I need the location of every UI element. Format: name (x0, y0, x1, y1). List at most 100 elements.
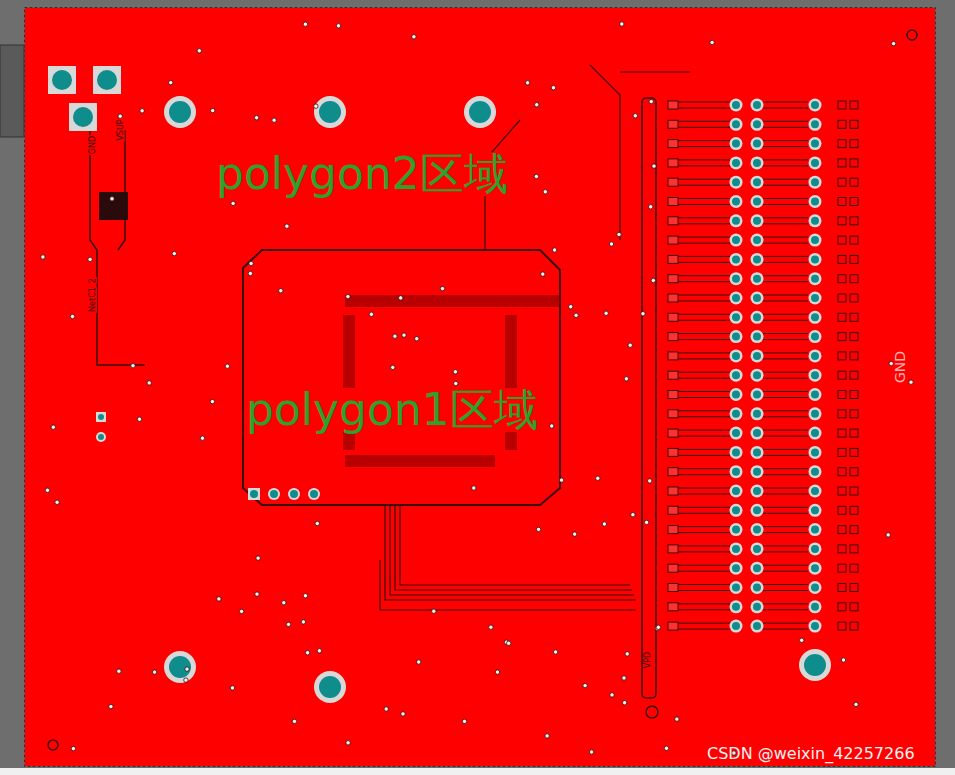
through-hole-pad (751, 504, 764, 517)
through-hole-pad (809, 427, 822, 440)
drill-hole (811, 236, 819, 244)
through-hole-pad (730, 176, 743, 189)
via (131, 364, 135, 368)
drill-hole (732, 294, 740, 302)
through-hole-pad (730, 330, 743, 343)
via (440, 286, 444, 290)
via (279, 289, 283, 293)
via (651, 278, 655, 282)
smd-pad (850, 584, 858, 592)
drill-hole (811, 333, 819, 341)
via (432, 609, 436, 613)
drill-hole (753, 333, 761, 341)
drill-hole (753, 275, 761, 283)
via (656, 625, 660, 629)
trace (678, 623, 808, 629)
smd-pad (838, 371, 846, 379)
drill-hole (753, 448, 761, 456)
via (231, 201, 235, 205)
trace (90, 130, 145, 365)
smd-pad (838, 198, 846, 206)
via (553, 650, 557, 654)
via (604, 311, 608, 315)
via (239, 609, 243, 613)
trace (678, 237, 808, 243)
smd-pad (838, 448, 846, 456)
drill-hole (732, 313, 740, 321)
via (596, 476, 600, 480)
connector-rows (668, 99, 858, 633)
via (109, 704, 113, 708)
drill-hole (811, 198, 819, 206)
via (55, 500, 59, 504)
drill-hole (732, 410, 740, 418)
smd-pad (668, 506, 678, 514)
through-hole-pad (751, 523, 764, 536)
drill-hole (811, 410, 819, 418)
through-hole-pad (809, 562, 822, 575)
trace (678, 372, 808, 378)
drill-hole (753, 101, 761, 109)
through-hole-pad (751, 407, 764, 420)
smd-pad (838, 391, 846, 399)
square-pads (48, 66, 121, 131)
through-hole-pad (730, 195, 743, 208)
drill-hole (753, 468, 761, 476)
via (854, 702, 858, 706)
smd-pad (668, 545, 678, 553)
drill-hole (732, 584, 740, 592)
trace (678, 488, 808, 494)
trace (678, 565, 808, 571)
drill-hole (753, 487, 761, 495)
smd-pad (850, 140, 858, 148)
via (71, 746, 75, 750)
via (624, 377, 628, 381)
smd-pad (668, 410, 678, 418)
drill-hole (811, 468, 819, 476)
through-hole-pad (809, 99, 822, 112)
via (415, 337, 419, 341)
via (559, 478, 563, 482)
via (617, 232, 621, 236)
mounting-holes (164, 96, 831, 703)
via (543, 190, 547, 194)
via (535, 103, 539, 107)
smd-pad (838, 159, 846, 167)
smd-pad (838, 410, 846, 418)
via (620, 22, 624, 26)
drill-hole (753, 198, 761, 206)
via (200, 436, 204, 440)
via (346, 294, 350, 298)
through-hole-pad (751, 292, 764, 305)
drill-hole (811, 255, 819, 263)
drill-hole (753, 545, 761, 553)
smd-pad (850, 564, 858, 572)
through-hole-pad (730, 562, 743, 575)
through-hole-pad (809, 369, 822, 382)
through-hole-pad (809, 620, 822, 633)
via (305, 651, 309, 655)
drill-hole (811, 429, 819, 437)
drill-hole (753, 564, 761, 572)
drill-hole (732, 371, 740, 379)
trace (678, 314, 808, 320)
through-hole-pad (809, 292, 822, 305)
through-hole-pad (809, 504, 822, 517)
smd-pad (668, 255, 678, 263)
silkscreen-label: VPD (644, 651, 652, 669)
side-tab (0, 45, 24, 137)
silkscreen-label: VSUP (117, 118, 125, 141)
smd-pad (668, 198, 678, 206)
via (292, 719, 296, 723)
via (602, 522, 606, 526)
smd-pad (850, 217, 858, 225)
drill-hole (753, 622, 761, 630)
via (225, 364, 229, 368)
via (303, 594, 307, 598)
via (217, 597, 221, 601)
smd-pad (850, 255, 858, 263)
through-hole-pad (809, 234, 822, 247)
smd-pad (850, 313, 858, 321)
smd-pad (838, 255, 846, 263)
trace (678, 179, 808, 185)
